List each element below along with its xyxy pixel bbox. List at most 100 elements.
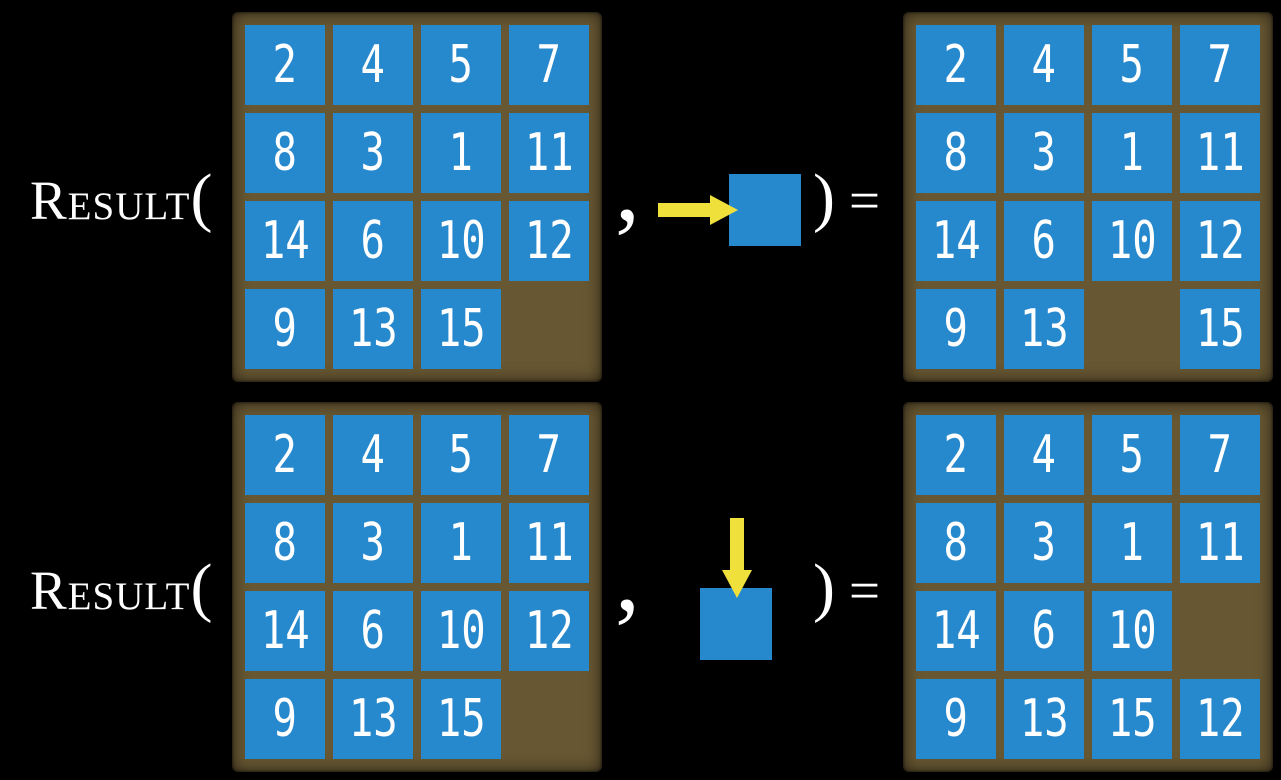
puzzle-tile-14: 14	[916, 591, 996, 671]
close-paren-equals-2: ) =	[813, 555, 880, 621]
puzzle-tile-14: 14	[245, 591, 325, 671]
puzzle-tile-5: 5	[1092, 415, 1172, 495]
puzzle-tile-12: 12	[1180, 679, 1260, 759]
puzzle-tile-12: 12	[1180, 201, 1260, 281]
tile-number: 2	[272, 425, 298, 485]
tile-number: 6	[1031, 601, 1057, 661]
puzzle-tile-5: 5	[421, 415, 501, 495]
tile-number: 13	[348, 299, 398, 359]
tile-number: 11	[524, 123, 574, 183]
tile-number: 15	[1195, 299, 1245, 359]
tile-number: 14	[260, 601, 310, 661]
tile-number: 6	[1031, 211, 1057, 271]
puzzle-tile-3: 3	[1004, 113, 1084, 193]
blank-cell	[1092, 289, 1172, 369]
tile-number: 3	[1031, 123, 1057, 183]
tile-number: 9	[272, 299, 298, 359]
tile-number: 1	[448, 123, 474, 183]
puzzle-tile-9: 9	[916, 289, 996, 369]
tile-number: 15	[436, 299, 486, 359]
function-name-2: Result	[30, 560, 191, 621]
blank-cell	[509, 289, 589, 369]
puzzle-tile-7: 7	[1180, 415, 1260, 495]
puzzle-tile-8: 8	[245, 503, 325, 583]
puzzle-tile-6: 6	[1004, 591, 1084, 671]
puzzle-tile-7: 7	[1180, 25, 1260, 105]
blank-cell	[509, 679, 589, 759]
tile-number: 12	[1195, 689, 1245, 749]
open-paren-2: (	[190, 551, 213, 624]
puzzle-tile-10: 10	[421, 591, 501, 671]
blank-cell	[1180, 591, 1260, 671]
puzzle-tile-4: 4	[1004, 25, 1084, 105]
tile-number: 13	[1019, 689, 1069, 749]
puzzle-tile-2: 2	[916, 415, 996, 495]
puzzle-tile-9: 9	[245, 679, 325, 759]
puzzle-tile-4: 4	[333, 415, 413, 495]
puzzle-tile-3: 3	[1004, 503, 1084, 583]
puzzle-tile-1: 1	[421, 503, 501, 583]
tile-number: 5	[1119, 425, 1145, 485]
puzzle-tile-2: 2	[245, 25, 325, 105]
close-paren-2: )	[813, 551, 835, 624]
tile-number: 11	[524, 513, 574, 573]
tile-number: 7	[536, 35, 562, 95]
puzzle-tile-5: 5	[421, 25, 501, 105]
tile-number: 1	[1119, 123, 1145, 183]
puzzle-tile-11: 11	[509, 503, 589, 583]
tile-number: 12	[524, 601, 574, 661]
puzzle-tile-12: 12	[509, 201, 589, 281]
result-function-label-2: Result(	[30, 555, 212, 621]
tile-number: 14	[931, 601, 981, 661]
tile-number: 7	[1207, 35, 1233, 95]
tile-number: 4	[1031, 35, 1057, 95]
tile-number: 11	[1195, 123, 1245, 183]
tile-number: 10	[436, 601, 486, 661]
tile-number: 6	[360, 211, 386, 271]
puzzle-tile-2: 2	[245, 415, 325, 495]
puzzle-tile-8: 8	[916, 503, 996, 583]
puzzle-tile-11: 11	[509, 113, 589, 193]
puzzle-tile-2: 2	[916, 25, 996, 105]
puzzle-tile-4: 4	[333, 25, 413, 105]
tile-number: 8	[272, 513, 298, 573]
puzzle-tile-6: 6	[333, 201, 413, 281]
puzzle-tile-8: 8	[916, 113, 996, 193]
tile-number: 1	[1119, 513, 1145, 573]
tile-number: 3	[360, 123, 386, 183]
puzzle-tile-7: 7	[509, 415, 589, 495]
down-arrow-icon	[722, 518, 752, 598]
puzzle-tile-10: 10	[421, 201, 501, 281]
tile-number: 14	[260, 211, 310, 271]
tile-number: 9	[272, 689, 298, 749]
comma-1: ,	[615, 131, 640, 242]
right-arrow-icon	[658, 195, 738, 225]
tile-number: 8	[943, 513, 969, 573]
tile-number: 7	[536, 425, 562, 485]
puzzle-tile-13: 13	[1004, 679, 1084, 759]
puzzle-tile-10: 10	[1092, 591, 1172, 671]
tile-number: 9	[943, 689, 969, 749]
tile-number: 10	[1107, 211, 1157, 271]
puzzle-tile-9: 9	[916, 679, 996, 759]
puzzle-tile-11: 11	[1180, 113, 1260, 193]
tile-number: 15	[436, 689, 486, 749]
tile-number: 5	[448, 425, 474, 485]
tile-number: 5	[1119, 35, 1145, 95]
tile-number: 1	[448, 513, 474, 573]
puzzle-tile-4: 4	[1004, 415, 1084, 495]
puzzle-tile-1: 1	[1092, 113, 1172, 193]
puzzle-tile-15: 15	[1180, 289, 1260, 369]
tile-number: 3	[1031, 513, 1057, 573]
puzzle-tile-13: 13	[1004, 289, 1084, 369]
puzzle-tile-8: 8	[245, 113, 325, 193]
puzzle-tile-5: 5	[1092, 25, 1172, 105]
result-function-label-1: Result(	[30, 165, 212, 231]
tile-number: 10	[1107, 601, 1157, 661]
tile-number: 6	[360, 601, 386, 661]
puzzle-tile-3: 3	[333, 503, 413, 583]
